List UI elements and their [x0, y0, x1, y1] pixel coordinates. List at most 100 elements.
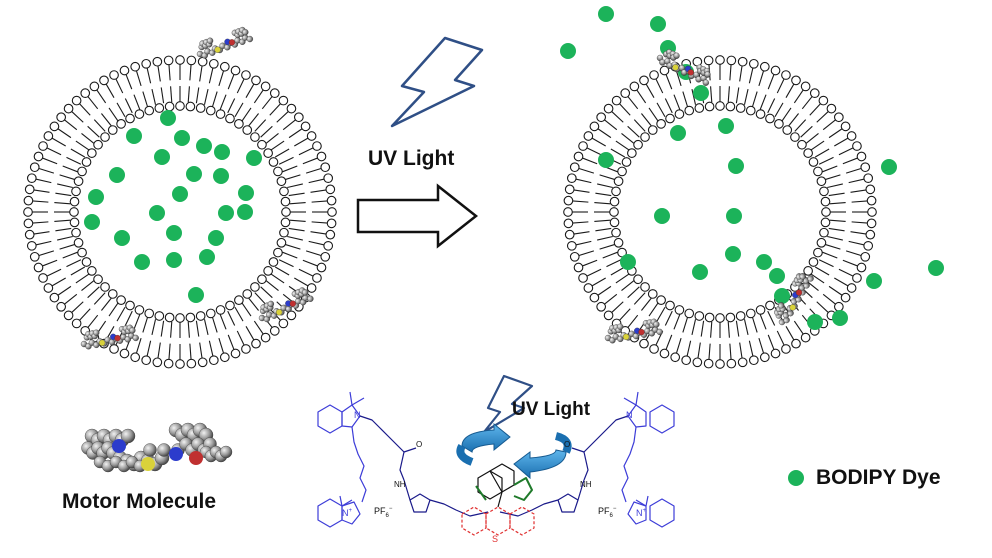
lipid-tail — [311, 221, 328, 224]
lipid-tail — [245, 83, 255, 98]
lipid-tail — [71, 301, 84, 314]
lipid-tail — [66, 156, 82, 165]
lipid-head — [819, 186, 829, 197]
lipid-head — [735, 103, 746, 113]
lipid-head — [629, 81, 640, 92]
lipid-tail — [838, 268, 854, 277]
lipid-head — [589, 292, 600, 303]
dye-molecule — [109, 167, 125, 183]
lipid-tail — [597, 235, 613, 241]
lipid-tail — [615, 140, 630, 151]
lipid-head — [141, 355, 152, 366]
lipid-tail — [800, 125, 813, 138]
lipid-tail — [269, 103, 282, 116]
lipid-tail — [236, 330, 245, 346]
dye-molecule — [728, 158, 744, 174]
lipid-tail — [62, 251, 78, 259]
lipid-head — [726, 358, 737, 369]
sulfur-atom: S — [492, 534, 499, 544]
lipid-tail — [93, 292, 106, 305]
lipid-head — [816, 176, 827, 187]
lipid-tail — [700, 320, 705, 337]
lipid-tail — [805, 133, 819, 144]
lipid-tail — [124, 98, 133, 114]
lipid-head — [674, 305, 685, 315]
dye-molecule — [114, 230, 130, 246]
lipid-head — [737, 357, 748, 368]
lipid-tail — [168, 343, 171, 360]
lipid-head — [152, 56, 163, 67]
lipid-tail — [241, 302, 252, 317]
lipid-tail — [748, 340, 754, 357]
lipid-head — [278, 95, 289, 106]
lipid-head — [640, 132, 650, 142]
lipid-head — [569, 162, 580, 173]
lipid-tail — [827, 183, 843, 189]
lipid-head — [250, 132, 260, 142]
lipid-tail — [287, 183, 303, 189]
lipid-head — [715, 101, 725, 111]
lipid-head — [312, 273, 322, 283]
atom — [246, 35, 254, 43]
lipid-tail — [282, 119, 297, 131]
lipid-tail — [834, 137, 849, 147]
lipid-head — [755, 305, 766, 315]
lipid-head — [56, 301, 67, 312]
lipid-head — [856, 151, 867, 162]
lipid-head — [320, 162, 331, 173]
lipid-tail — [93, 119, 106, 132]
nitrogen-right: N — [626, 410, 633, 420]
motor-molecule-model — [81, 422, 233, 473]
lipid-tail — [278, 156, 294, 165]
lipid-tail — [633, 292, 646, 305]
lipid-head — [175, 359, 185, 369]
lipid-head — [611, 186, 621, 197]
atom — [114, 334, 121, 342]
lipid-head — [69, 217, 80, 228]
lipid-head — [268, 257, 279, 267]
lipid-head — [790, 132, 800, 142]
lipid-head — [765, 113, 775, 124]
lipid-tail — [311, 200, 328, 203]
lipid-head — [186, 358, 197, 369]
dye-molecule — [650, 16, 666, 32]
atom — [799, 273, 806, 280]
lipid-head — [865, 184, 876, 195]
atom — [307, 295, 314, 302]
lipid-head — [26, 240, 37, 251]
atom — [795, 289, 803, 296]
legend-dye-label: BODIPY Dye — [816, 466, 941, 489]
lipid-tail — [645, 83, 655, 98]
lipid-tail — [838, 147, 854, 156]
lipid-tail — [160, 87, 165, 104]
lipid-tail — [227, 74, 235, 90]
lipid-tail — [55, 227, 72, 232]
lipid-head — [821, 207, 831, 217]
dye-molecule — [866, 273, 882, 289]
lipid-head — [316, 262, 327, 273]
dye-molecule — [218, 205, 234, 221]
lipid-tail — [270, 140, 285, 151]
lipid-head — [152, 357, 163, 368]
rotation-arrows-icon — [456, 422, 572, 480]
nitrogen-plus-right: N+ — [636, 508, 647, 518]
lipid-tail — [32, 221, 49, 224]
lipid-tail — [691, 89, 697, 105]
motor-molecule-icon — [604, 318, 663, 344]
lipid-head — [846, 283, 857, 293]
lipid-tail — [57, 183, 73, 189]
lipid-tail — [572, 221, 589, 224]
lipid-tail — [759, 314, 767, 330]
dye-molecule — [881, 159, 897, 175]
lipid-tail — [748, 67, 754, 84]
lipid-tail — [55, 192, 72, 197]
lipid-tail — [816, 110, 829, 123]
lipid-tail — [282, 165, 298, 173]
lipid-head — [144, 105, 155, 116]
counterion-right: PF6− — [598, 506, 617, 519]
lipid-head — [141, 58, 152, 69]
lipid-head — [276, 237, 287, 248]
lipid-head — [621, 157, 632, 167]
lipid-tail — [298, 147, 314, 156]
lipid-tail — [81, 133, 95, 144]
